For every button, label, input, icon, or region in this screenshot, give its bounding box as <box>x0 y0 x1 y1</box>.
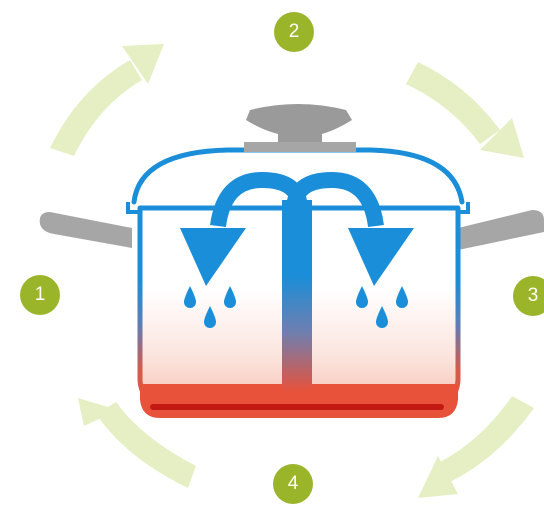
convection-column <box>282 200 312 392</box>
heating-element <box>150 404 444 410</box>
step-2-badge: 2 <box>274 12 314 52</box>
cycle-arrow-top-right-icon <box>406 62 524 158</box>
step-4-badge: 4 <box>273 464 313 504</box>
lid-knob-icon <box>244 104 356 152</box>
left-handle-icon <box>40 212 132 248</box>
step-1-badge: 1 <box>20 275 60 315</box>
step-2-number: 2 <box>289 21 300 43</box>
right-handle-icon <box>458 210 544 250</box>
step-3-number: 3 <box>528 285 539 307</box>
cycle-arrow-top-left-icon <box>50 44 164 156</box>
step-4-number: 4 <box>288 473 299 495</box>
step-1-number: 1 <box>35 284 46 306</box>
